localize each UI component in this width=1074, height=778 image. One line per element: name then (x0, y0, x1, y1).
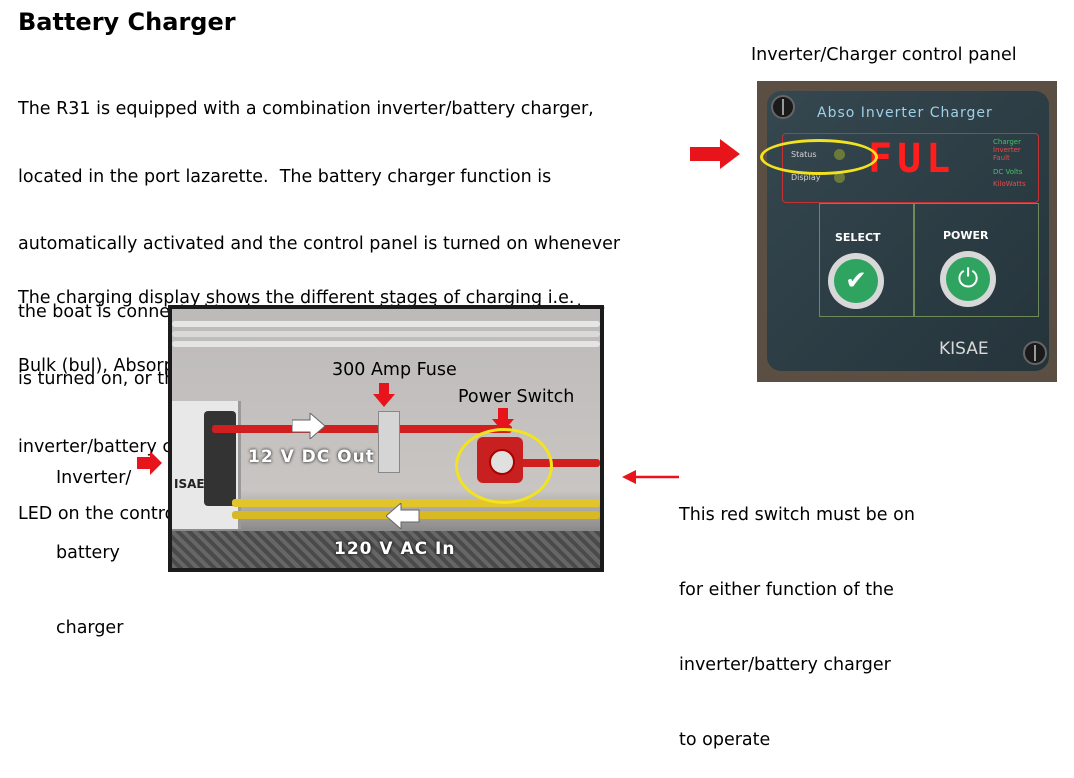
legend-fault: Fault (993, 154, 1010, 162)
control-panel-photo: Abso Inverter Charger Status Display FUL… (757, 81, 1057, 382)
ac-direction-arrow-icon (386, 503, 420, 529)
inverter-note: Inverter/ battery charger (56, 416, 131, 666)
switch-arrow-icon (492, 408, 514, 432)
note-line: Inverter/ (56, 468, 132, 488)
screw-icon (771, 95, 795, 119)
inverter-arrow-icon (137, 451, 162, 475)
power-label: POWER (943, 229, 989, 242)
fuse-label: 300 Amp Fuse (332, 360, 457, 380)
note-line: battery (56, 543, 120, 563)
panel-maker: KISAE (939, 339, 989, 359)
ac-in-label: 120 V AC In (334, 539, 456, 559)
power-icon: ⏻ (946, 257, 990, 301)
legend-inverter: Inverter (993, 146, 1021, 154)
switch-note-arrow-icon (622, 470, 679, 484)
panel-caption: Inverter/Charger control panel (751, 45, 1017, 65)
check-icon: ✔ (834, 259, 878, 303)
intro-line: The R31 is equipped with a combination i… (18, 99, 594, 119)
unit-brand: ISAE (174, 477, 205, 491)
switch-highlight-ring (455, 428, 553, 504)
dc-direction-arrow-icon (292, 413, 326, 439)
power-button-frame (913, 203, 1039, 317)
display-led-icon (834, 172, 845, 183)
red-cable (212, 425, 512, 433)
yellow-cable (232, 499, 600, 507)
panel-arrow-icon (690, 139, 740, 169)
legend-kilowatts: KiloWatts (993, 180, 1026, 188)
note-line: This red switch must be on (679, 505, 915, 525)
inverter-unit: ISAE (172, 401, 241, 529)
select-button: ✔ (828, 253, 884, 309)
intro-line: automatically activated and the control … (18, 234, 621, 254)
power-button: ⏻ (940, 251, 996, 307)
stages-line: The charging display shows the different… (18, 288, 575, 308)
dc-out-label: 12 V DC Out (248, 447, 375, 467)
status-highlight-ring (760, 139, 878, 175)
cable (172, 321, 600, 327)
note-line: charger (56, 618, 124, 638)
note-line: inverter/battery charger (679, 655, 891, 675)
legend-dc-volts: DC Volts (993, 168, 1023, 176)
led-readout: FUL (868, 136, 956, 182)
select-label: SELECT (835, 231, 881, 244)
diamond-plate-floor (172, 531, 600, 568)
cable (172, 341, 600, 347)
legend-charger: Charger (993, 138, 1021, 146)
intro-line: located in the port lazarette. The batte… (18, 166, 552, 187)
note-line: for either function of the (679, 580, 894, 600)
fuse (378, 411, 400, 473)
fuse-arrow-icon (373, 383, 395, 407)
switch-label: Power Switch (458, 387, 575, 407)
cable (172, 331, 600, 337)
panel-brand: Abso Inverter Charger (817, 105, 993, 121)
switch-note: This red switch must be on for either fu… (679, 453, 915, 778)
note-line: to operate (679, 730, 771, 750)
display-label: Display (791, 173, 821, 182)
control-panel-face: Abso Inverter Charger Status Display FUL… (767, 91, 1049, 371)
screw-icon (1023, 341, 1047, 365)
select-button-frame (819, 203, 915, 317)
page-title: Battery Charger (18, 8, 236, 36)
